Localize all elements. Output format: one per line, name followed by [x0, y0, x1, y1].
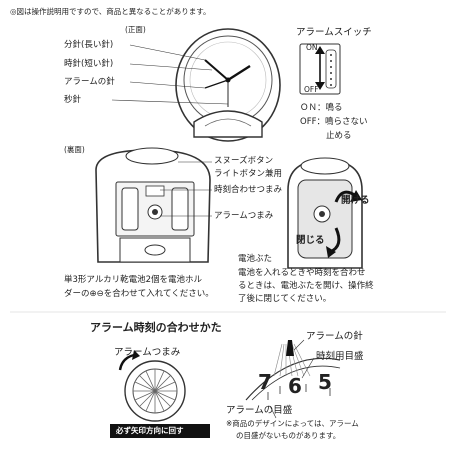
- battery-cover-illustration: [287, 157, 363, 269]
- dial-digit-7: 7: [258, 370, 272, 394]
- arrow-badge-text: 必ず矢印方向に回す: [116, 426, 184, 435]
- alarm-knob-illustration: [110, 350, 210, 438]
- switch-desc-off-2: 止める: [326, 131, 352, 141]
- label-alarm-hand: アラームの針: [64, 77, 115, 87]
- switch-desc-on: ＯＮ：鳴る: [300, 103, 343, 113]
- alarm-hand-label: アラームの針: [306, 331, 363, 342]
- front-caption: (正面): [125, 25, 146, 34]
- dial-digit-6: 6: [288, 374, 302, 398]
- cover-desc-3: 了後に閉じてください。: [238, 294, 332, 304]
- label-snooze-button: スヌーズボタン: [214, 156, 274, 166]
- dial-digit-5: 5: [318, 370, 332, 394]
- battery-text-1: 単3形アルカリ乾電池2個を電池ホル: [64, 275, 202, 285]
- switch-desc-off: OFF：鳴らさない: [300, 117, 368, 127]
- alarm-set-heading: アラーム時刻の合わせかた: [90, 321, 222, 334]
- label-hour-hand: 時針(短い針): [64, 59, 114, 69]
- alarm-scale-label: アラームの目盛: [226, 405, 293, 416]
- front-clock-illustration: [111, 28, 281, 142]
- cover-close-label: 閉じる: [296, 235, 325, 246]
- label-minute-hand: 分針(長い針): [64, 40, 114, 50]
- label-alarm-knob: アラームつまみ: [214, 211, 274, 221]
- cover-title: 電池ぶた: [238, 254, 273, 264]
- battery-text-2: ダーの⊕⊖を合わせて入れてください。: [64, 289, 214, 299]
- footnote-1: ※商品のデザインによっては、アラーム: [226, 419, 359, 428]
- time-scale-label: 時刻用目盛: [316, 351, 364, 362]
- footnote-2: の目盛がないものがあります。: [236, 431, 341, 440]
- cover-open-label: 開ける: [341, 195, 370, 206]
- switch-off-mark: OFF: [304, 85, 319, 94]
- back-caption: (裏面): [64, 145, 85, 154]
- arrow-badge-bg: [110, 424, 210, 438]
- knob-label: アラームつまみ: [114, 347, 181, 358]
- note-top: ◎図は操作説明用ですので、商品と異なることがあります。: [10, 7, 211, 16]
- label-second-hand: 秒針: [64, 95, 82, 105]
- alarm-switch-title: アラームスイッチ: [296, 27, 372, 38]
- switch-on-mark: ON: [306, 43, 318, 52]
- alarm-dial-illustration: [245, 339, 341, 419]
- alarm-switch-illustration: [299, 43, 341, 95]
- cover-desc-1: 電池を入れるときや時刻を合わせ: [238, 268, 366, 278]
- label-light-button: ライトボタン兼用: [214, 169, 283, 179]
- cover-desc-2: るときは、電池ぶたを開け、操作終: [238, 281, 374, 291]
- label-time-knob: 時刻合わせつまみ: [214, 185, 283, 195]
- back-clock-illustration: [95, 147, 212, 263]
